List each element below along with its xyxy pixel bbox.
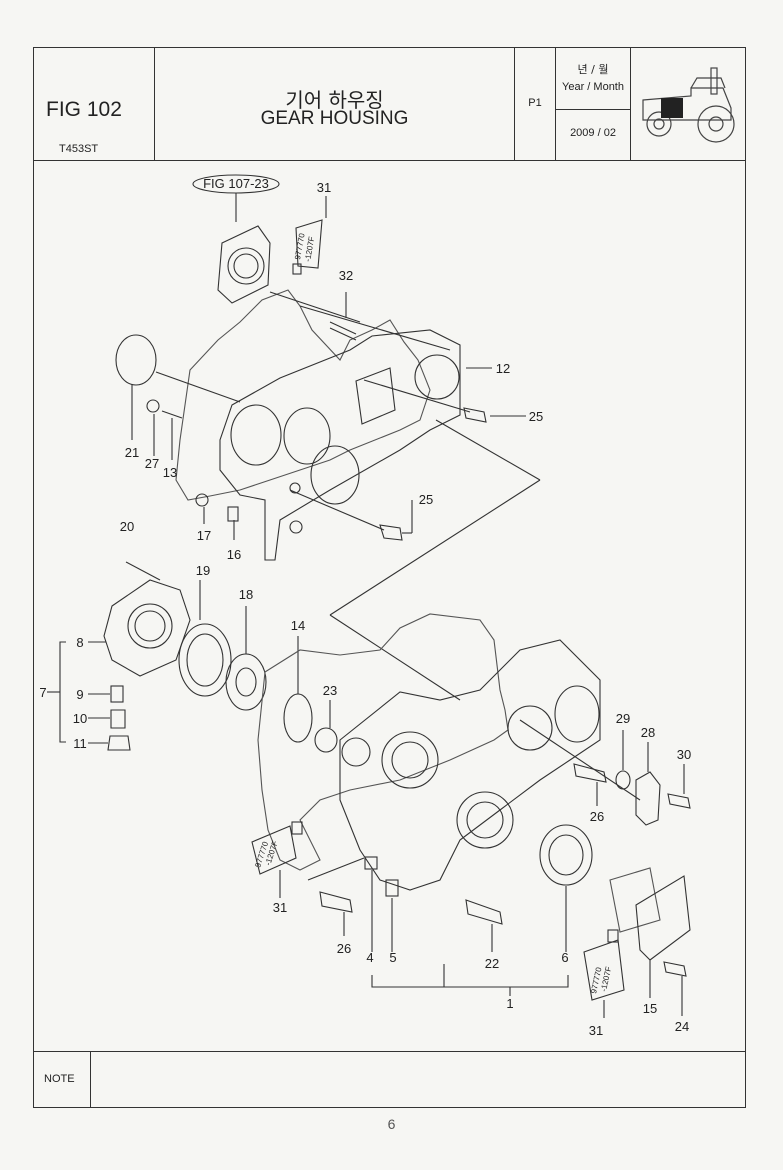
callout-12: 12 — [496, 361, 510, 376]
callout-24: 24 — [675, 1019, 689, 1034]
callout-9: 9 — [76, 687, 83, 702]
title-english: GEAR HOUSING — [260, 108, 409, 129]
callout-25-upper: 25 — [529, 409, 543, 424]
callout-27: 27 — [145, 456, 159, 471]
page-indicator: P1 — [528, 97, 542, 109]
date-divider — [556, 109, 630, 110]
gear-housing-body — [339, 639, 601, 891]
tractor-icon — [642, 67, 735, 143]
fig-reference-label: FIG 107-23 — [203, 176, 269, 191]
callout-1: 1 — [506, 996, 513, 1011]
sealant-tube-lower-left — [251, 825, 297, 875]
callout-31-top: 31 — [317, 180, 331, 195]
pump-outer-rotor — [178, 623, 232, 697]
model-code: T453ST — [59, 143, 99, 155]
figure-cell: FIG 102 T453ST — [34, 48, 155, 160]
figure-number: FIG 102 — [46, 98, 122, 121]
year-month-english: Year / Month — [562, 81, 624, 93]
oil-seal — [539, 824, 593, 886]
page-cell: P1 — [515, 48, 556, 160]
cover-plate — [219, 329, 461, 561]
callout-26-right: 26 — [590, 809, 604, 824]
bottom-cover — [635, 875, 691, 961]
upper-gasket — [175, 289, 431, 501]
page-frame: FIG 102 T453ST 기어 하우징 GEAR HOUSING P1 년 … — [33, 47, 746, 1108]
callout-20: 20 — [120, 519, 134, 534]
callout-6: 6 — [561, 950, 568, 965]
year-month-value: 2009 / 02 — [570, 127, 616, 139]
date-cell: 년 / 월 Year / Month 2009 / 02 — [556, 48, 631, 160]
sealant-tube-lower-right — [583, 939, 625, 1001]
title-cell: 기어 하우징 GEAR HOUSING — [155, 48, 515, 160]
sealant-code-2: -1207F — [303, 236, 316, 263]
callout-31-right: 31 — [589, 1023, 603, 1038]
note-section: NOTE — [34, 1051, 745, 1108]
page-number: 6 — [387, 1116, 396, 1132]
callout-28: 28 — [641, 725, 655, 740]
callout-31-left: 31 — [273, 900, 287, 915]
callout-18: 18 — [239, 587, 253, 602]
upper-flange — [217, 225, 271, 304]
note-label-cell: NOTE — [34, 1052, 91, 1108]
lower-gasket — [257, 613, 509, 871]
callout-21: 21 — [125, 445, 139, 460]
callout-10: 10 — [73, 711, 87, 726]
pump-inner-rotor — [225, 653, 267, 711]
o-ring-21 — [115, 334, 157, 386]
sealant-tube-upper — [295, 219, 323, 269]
callout-22: 22 — [485, 956, 499, 971]
callout-17: 17 — [197, 528, 211, 543]
callout-13: 13 — [163, 465, 177, 480]
callout-4: 4 — [366, 950, 373, 965]
callout-25-lower: 25 — [419, 492, 433, 507]
callout-14: 14 — [291, 618, 305, 633]
callout-32: 32 — [339, 268, 353, 283]
callout-29: 29 — [616, 711, 630, 726]
year-month-korean: 년 / 월 — [577, 63, 609, 76]
callout-23: 23 — [323, 683, 337, 698]
callout-7: 7 — [39, 685, 46, 700]
callout-26-lower: 26 — [337, 941, 351, 956]
tractor-cell — [631, 48, 745, 160]
oil-pump-housing — [103, 579, 191, 677]
callout-5: 5 — [389, 950, 396, 965]
callout-19: 19 — [196, 563, 210, 578]
callout-30: 30 — [677, 747, 691, 762]
callout-16: 16 — [227, 547, 241, 562]
title-block: FIG 102 T453ST 기어 하우징 GEAR HOUSING P1 년 … — [34, 48, 745, 161]
callout-11: 11 — [73, 736, 87, 751]
callout-15: 15 — [643, 1001, 657, 1016]
title-korean: 기어 하우징 — [285, 88, 384, 112]
note-label: NOTE — [44, 1073, 75, 1085]
callout-8: 8 — [76, 635, 83, 650]
